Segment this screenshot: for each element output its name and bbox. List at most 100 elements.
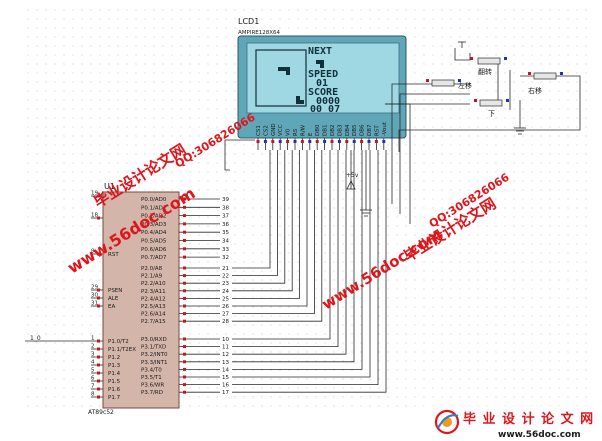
- mcu-left-pin-name: P1.4: [108, 371, 121, 377]
- rotate-label: 翻转: [478, 67, 492, 76]
- lcd-pin-marker: [315, 140, 319, 143]
- mcu-right-pin-name: P2.0/A8: [141, 266, 163, 272]
- lcd-pin-marker: [345, 140, 349, 143]
- mcu-right-pin-num: 33: [222, 247, 229, 253]
- mcu-right-pin-name: P3.4/T0: [141, 367, 162, 373]
- mcu-left-pin-marker: [97, 252, 100, 256]
- mcu-left-pin-marker: [97, 296, 100, 300]
- mcu-right-pin-num: 25: [222, 296, 229, 302]
- mcu-left-pin-marker: [97, 395, 100, 399]
- mcu-right-pin-marker: [183, 281, 186, 285]
- mcu-right-pin-marker: [183, 222, 186, 226]
- mcu-left-pin-num: 5: [91, 368, 95, 374]
- mcu-right-pin-name: P3.1/TXD: [141, 345, 166, 351]
- mcu-left-pin-num: 19: [91, 191, 98, 197]
- lcd-score-label: SCORE: [308, 87, 338, 98]
- lcd-next-label: NEXT: [308, 46, 332, 57]
- down-button[interactable]: 下: [474, 99, 509, 118]
- lcd-pin-label: DB5: [352, 124, 358, 136]
- right-button[interactable]: 右移: [528, 72, 563, 95]
- lcd-pin-label: DB1: [323, 124, 329, 136]
- lcd-pin-label: E: [308, 132, 314, 136]
- mcu-left-pin-name: P1.7: [108, 395, 121, 401]
- down-label: 下: [488, 110, 495, 118]
- ground-symbol-lcd: [360, 150, 372, 217]
- mcu-right-pin-num: 14: [222, 367, 229, 373]
- mcu-right-pin-marker: [183, 375, 186, 379]
- lcd-pin-label: DB6: [360, 124, 366, 136]
- mcu-left-pin-name: RST: [108, 252, 119, 258]
- left-button[interactable]: 左移: [426, 79, 472, 90]
- power-label: +5v: [346, 172, 359, 179]
- mcu-left-pin-marker: [97, 339, 100, 343]
- mcu-left-pin-num: 1: [91, 336, 95, 342]
- data-bus-wire: [232, 150, 271, 269]
- mcu-model-label: AT89c52: [88, 409, 114, 416]
- mcu-left-pin-marker: [97, 288, 100, 292]
- lcd-pin-label: V0: [286, 128, 292, 136]
- mcu-right-pin-name: P2.5/A13: [141, 304, 166, 310]
- wire-bus: [224, 83, 412, 393]
- footer-url: www.56doc.com: [498, 430, 581, 440]
- control-wire: [232, 150, 379, 386]
- lcd-pin-label: GND: [271, 123, 277, 136]
- control-wire: [232, 150, 355, 363]
- power-symbol: +5v: [346, 150, 359, 190]
- p10-net-label: 1_0: [30, 335, 41, 342]
- control-wire: [232, 150, 363, 370]
- mcu-right-pin-name: P0.7/AD7: [141, 255, 167, 261]
- mcu-left-pin-num: 2: [91, 344, 95, 350]
- mcu-left-pin-num: 7: [91, 384, 95, 390]
- landed-block: [296, 96, 304, 104]
- mcu-right-pin-name: P0.5/AD5: [141, 239, 167, 245]
- mcu-ref-label: U1: [104, 182, 115, 191]
- mcu-right-pin-marker: [183, 266, 186, 270]
- control-wire: [232, 150, 387, 393]
- mcu-right-pin-num: 34: [222, 239, 229, 245]
- lcd-pin-marker: [323, 140, 327, 143]
- lcd-score-value: 0000: [316, 96, 340, 107]
- lcd-component[interactable]: LCD1 AMPIRE128X64 NEXT SPEED 01 SCORE 00…: [237, 17, 407, 150]
- mcu-right-pin-name: P2.4/A12: [141, 296, 166, 302]
- lcd-ref-label: LCD1: [238, 17, 259, 26]
- mcu-component[interactable]: U1 AT89c52 19189RST29PSEN30ALE31EA1P1.0/…: [25, 182, 229, 416]
- mcu-right-pin-marker: [183, 205, 186, 209]
- mcu-right-pin-num: 12: [222, 352, 229, 358]
- mcu-left-pin-num: 8: [91, 392, 95, 398]
- data-bus-wire: [232, 150, 323, 322]
- mcu-left-pin-num: 4: [91, 360, 95, 366]
- mcu-left-pin-num: 29: [91, 285, 98, 291]
- game-playfield: [255, 49, 307, 107]
- mcu-right-pin-name: P3.0/RXD: [141, 337, 167, 343]
- mcu-right-pin-marker: [183, 319, 186, 323]
- mcu-right-pin-num: 17: [222, 390, 229, 396]
- mcu-left-pins: 19189RST29PSEN30ALE31EA1P1.0/T22P1.1/T2E…: [91, 191, 136, 401]
- mcu-right-pin-num: 15: [222, 375, 229, 381]
- lcd-pin-label: R/W: [300, 124, 306, 136]
- mcu-left-pin-name: P1.6: [108, 387, 121, 393]
- mcu-right-pin-num: 24: [222, 289, 229, 295]
- mcu-right-pin-name: P0.4/AD4: [141, 230, 167, 236]
- lcd-speed-label: SPEED: [308, 69, 338, 80]
- mcu-right-pin-marker: [183, 345, 186, 349]
- rotate-button[interactable]: 翻转: [470, 57, 507, 76]
- mcu-left-pin-name: P1.1/T2EX: [108, 347, 136, 353]
- mcu-right-pin-marker: [183, 383, 186, 387]
- mcu-left-pin-marker: [97, 216, 100, 220]
- mcu-left-pin-marker: [97, 304, 100, 308]
- mcu-right-pin-name: P2.7/A15: [141, 319, 166, 325]
- lcd-pin-label: RST: [374, 125, 380, 136]
- mcu-right-pin-num: 35: [222, 230, 229, 236]
- mcu-left-pin-marker: [97, 379, 100, 383]
- mcu-right-pin-num: 38: [222, 205, 229, 211]
- data-bus-wire: [232, 150, 286, 284]
- mcu-left-pin-marker: [97, 347, 100, 351]
- mcu-left-pin-marker: [97, 387, 100, 391]
- mcu-right-pin-num: 16: [222, 383, 229, 389]
- lcd-pin-marker: [352, 140, 356, 143]
- mcu-right-pin-name: P3.2/INT0: [141, 352, 168, 358]
- mcu-left-pin-name: P1.2: [108, 355, 120, 361]
- mcu-right-pin-marker: [183, 230, 186, 234]
